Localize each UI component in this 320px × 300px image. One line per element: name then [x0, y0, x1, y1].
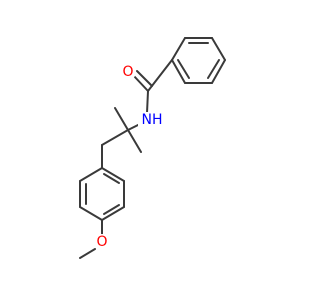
atom-ether-oxygen: O	[94, 234, 110, 250]
bond	[79, 167, 103, 182]
bond	[101, 167, 125, 182]
carbonyl-group	[132, 59, 173, 92]
methoxyphenyl-ring	[79, 144, 125, 221]
bond	[114, 107, 129, 131]
bond	[101, 129, 129, 146]
bond	[103, 173, 120, 184]
bond	[79, 206, 103, 221]
bond	[211, 59, 226, 84]
bond	[211, 37, 226, 61]
atom-carbonyl-oxygen: O	[120, 64, 136, 80]
atom-label: O	[96, 234, 107, 250]
bond	[177, 59, 190, 79]
atom-amide-nitrogen: NH	[138, 112, 166, 128]
bond	[171, 59, 186, 84]
bond	[171, 37, 186, 61]
bond	[207, 59, 220, 79]
bond	[132, 74, 149, 92]
bond	[127, 129, 142, 153]
bond	[101, 206, 125, 221]
methoxy-group	[79, 219, 103, 259]
atom-label: NH	[142, 112, 163, 128]
benzoyl-ring	[171, 37, 226, 84]
bond	[103, 204, 120, 215]
molecule-structure: O NH O	[79, 37, 226, 259]
bond	[79, 248, 96, 259]
bond	[146, 90, 149, 114]
atom-label: O	[122, 64, 133, 80]
structure-canvas: O NH O	[79, 37, 226, 259]
quaternary-carbon	[101, 107, 142, 153]
bond	[136, 70, 153, 87]
